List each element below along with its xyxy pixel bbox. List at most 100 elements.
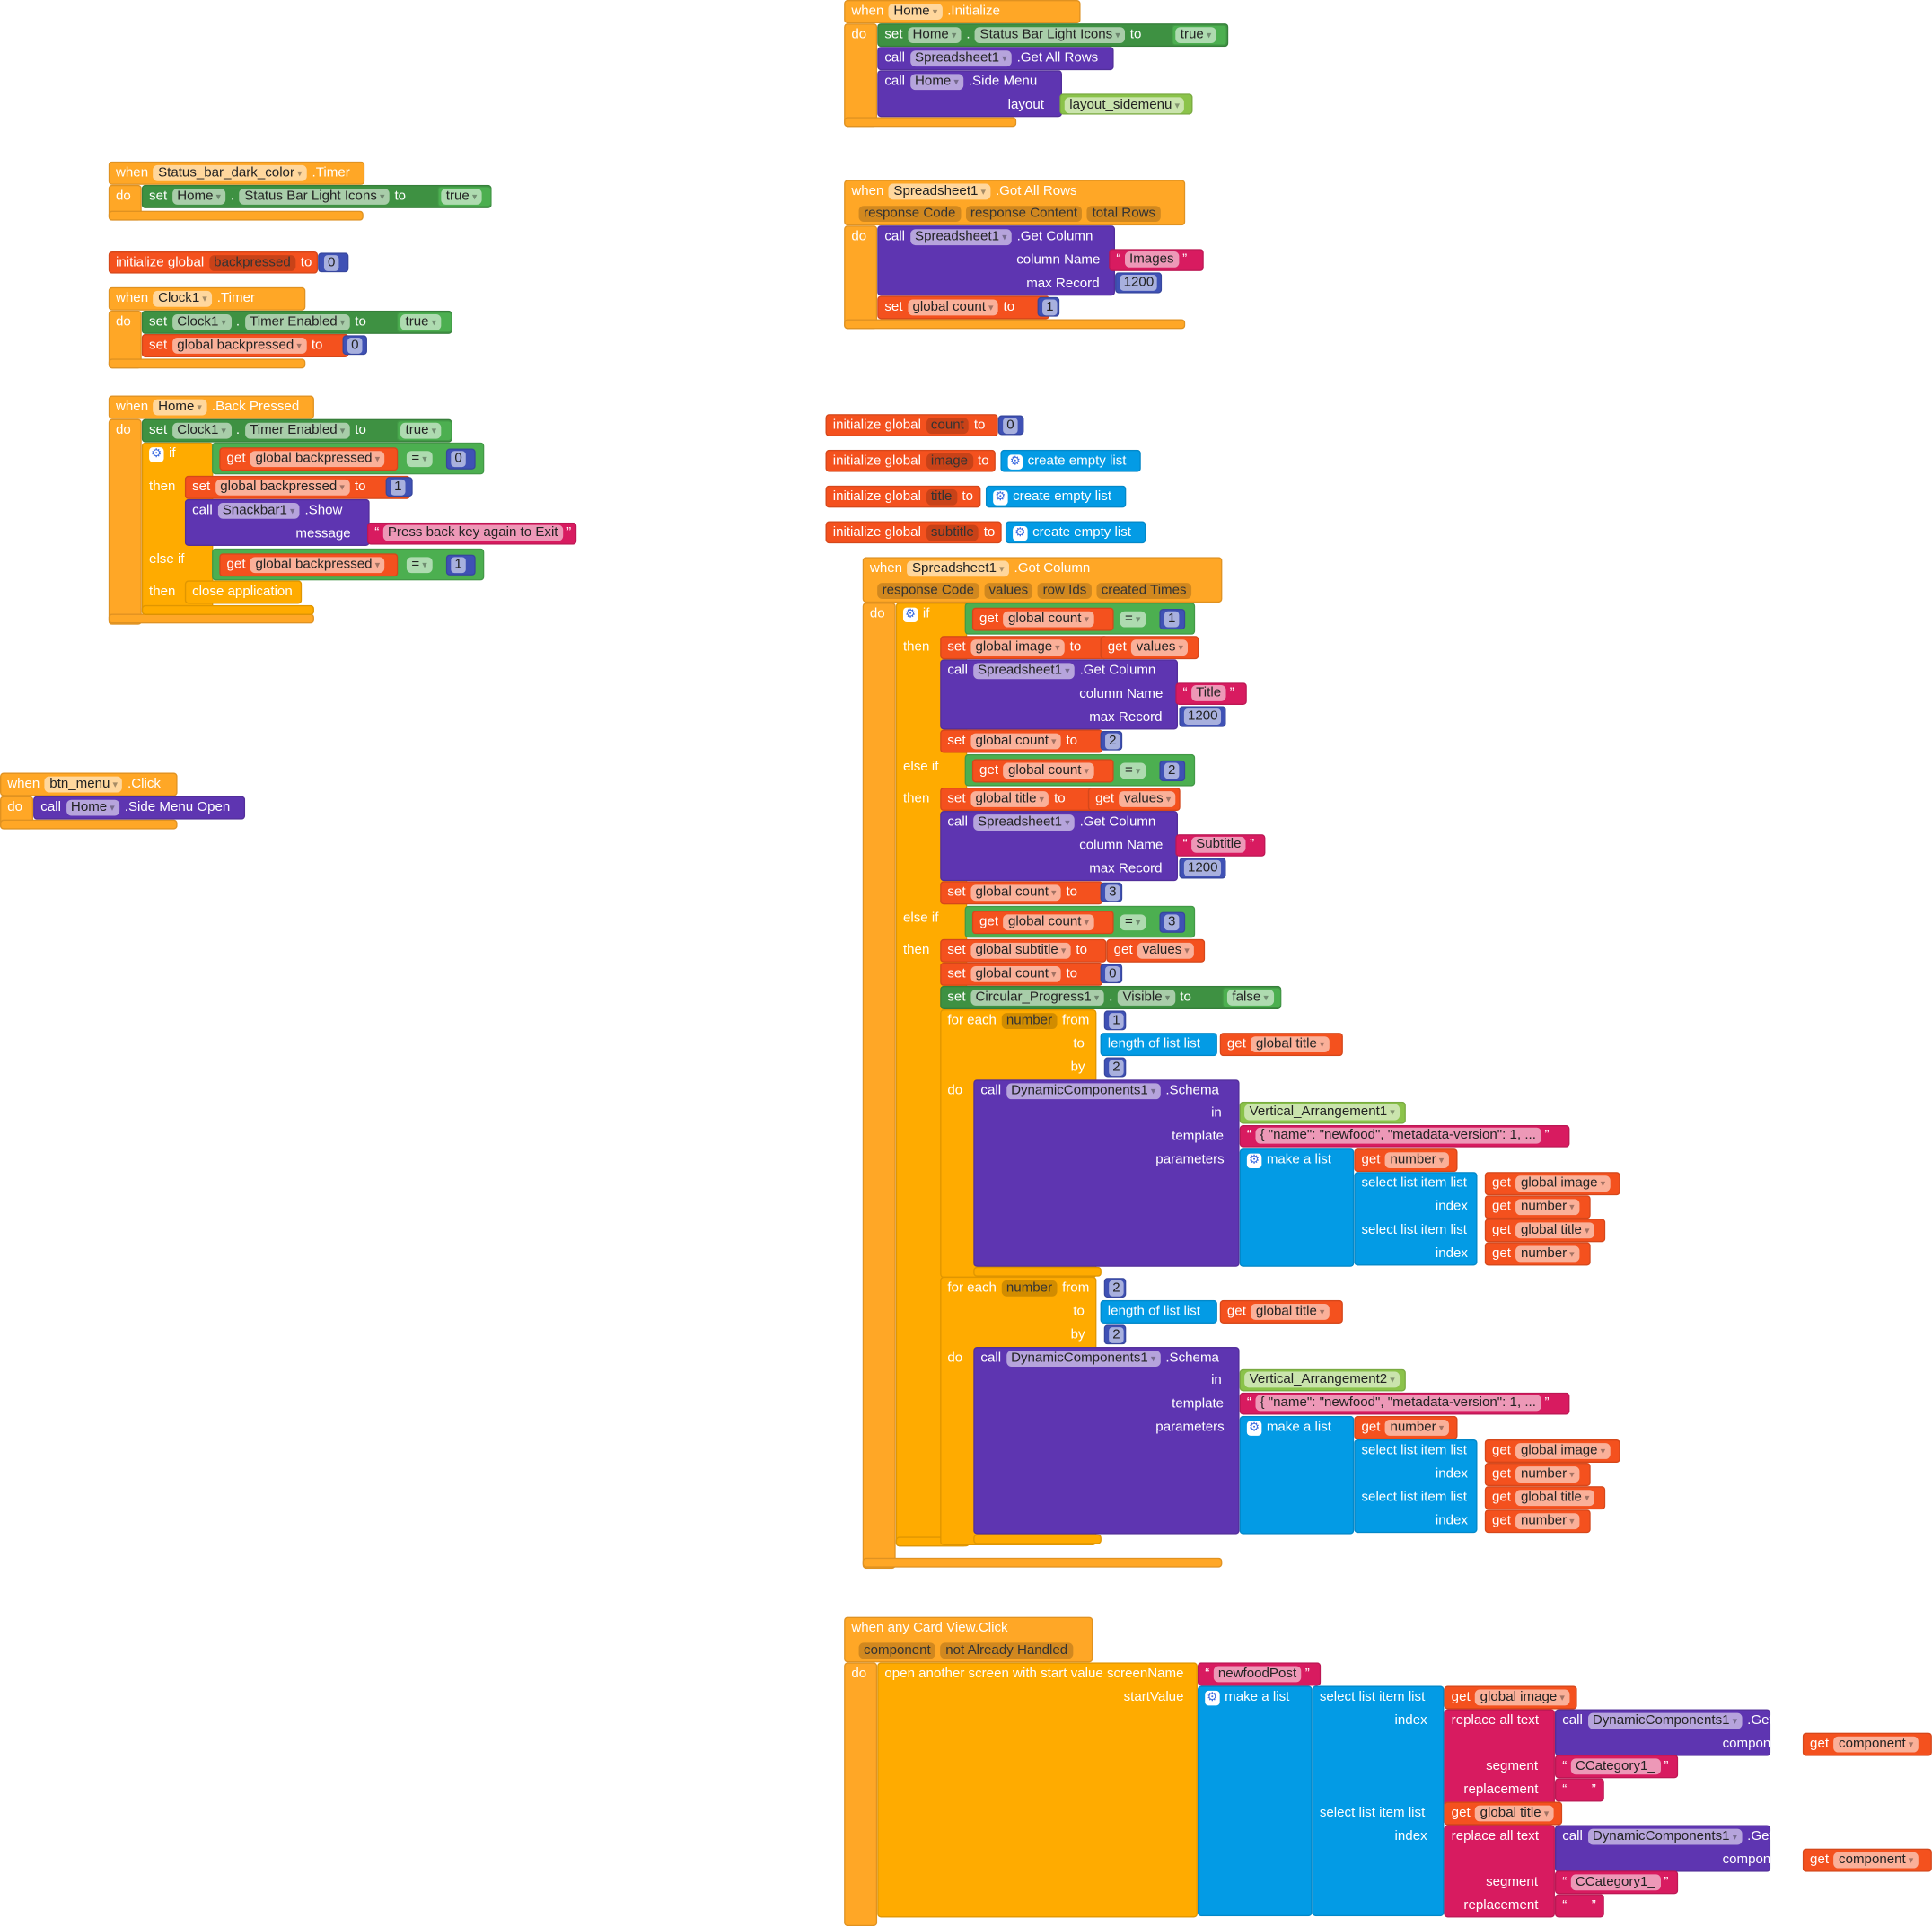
number-field[interactable]: 1200 — [1120, 275, 1158, 291]
list-block[interactable] — [1312, 1685, 1445, 1917]
dropdown-field[interactable]: number — [1515, 1466, 1580, 1483]
parameter-field[interactable]: row Ids — [1038, 583, 1092, 599]
dropdown-field[interactable]: DynamicComponents1 — [1006, 1083, 1161, 1100]
number-field[interactable]: 1200 — [1183, 859, 1222, 876]
number-field[interactable]: 0 — [323, 255, 339, 271]
number-field[interactable]: 2 — [1105, 733, 1120, 750]
text-value[interactable]: CCategory1_ — [1570, 1758, 1661, 1775]
parameter-field[interactable]: component — [858, 1642, 936, 1659]
mutator-gear-icon[interactable]: ⚙ — [1013, 525, 1028, 541]
dropdown-field[interactable]: number — [1515, 1245, 1580, 1263]
var-block[interactable] — [825, 414, 998, 436]
list-block[interactable] — [985, 485, 1127, 508]
dropdown-field[interactable]: true — [400, 313, 442, 330]
dropdown-field[interactable]: btn_menu — [44, 776, 123, 793]
dropdown-field[interactable]: Home — [171, 188, 226, 205]
text-string-field[interactable]: CCategory1_ — [1562, 1874, 1668, 1891]
dropdown-field[interactable]: global image — [1515, 1175, 1611, 1192]
dropdown-field[interactable]: Home — [153, 399, 207, 416]
text-value[interactable]: { "name": "newfood", "metadata-version":… — [1255, 1127, 1541, 1144]
dropdown-field[interactable]: DynamicComponents1 — [1006, 1351, 1161, 1367]
parameter-field[interactable]: count — [926, 418, 970, 435]
mutator-gear-icon[interactable]: ⚙ — [1246, 1152, 1262, 1168]
text-string-field[interactable]: Title — [1183, 685, 1234, 701]
list-block[interactable] — [1100, 1299, 1217, 1324]
dropdown-field[interactable]: = — [406, 451, 433, 468]
parameter-field[interactable]: number — [1001, 1280, 1058, 1297]
dropdown-field[interactable]: global title — [1515, 1222, 1595, 1239]
text-value[interactable]: Press back key again to Exit — [382, 524, 563, 541]
number-field[interactable]: 0 — [1003, 418, 1018, 435]
dropdown-field[interactable]: component — [1833, 1852, 1919, 1869]
dropdown-field[interactable]: number — [1515, 1199, 1580, 1216]
list-block[interactable] — [1354, 1172, 1478, 1266]
number-field[interactable]: 1 — [1164, 611, 1180, 628]
dropdown-field[interactable]: number — [1384, 1420, 1449, 1436]
dropdown-field[interactable]: global count — [970, 965, 1062, 982]
mutator-gear-icon[interactable]: ⚙ — [149, 446, 164, 462]
dropdown-field[interactable]: global subtitle — [970, 942, 1071, 959]
text-string-field[interactable]: { "name": "newfood", "metadata-version":… — [1247, 1395, 1550, 1412]
number-field[interactable]: 3 — [1105, 884, 1120, 902]
var-block[interactable] — [825, 521, 1002, 544]
dropdown-field[interactable]: global title — [1251, 1303, 1330, 1320]
dropdown-field[interactable]: global count — [970, 733, 1062, 750]
call-block[interactable] — [973, 1347, 1240, 1535]
number-field[interactable]: 1 — [1042, 299, 1058, 316]
dropdown-field[interactable]: Spreadsheet1 — [888, 183, 991, 200]
dropdown-field[interactable]: true — [441, 188, 482, 205]
parameter-field[interactable]: image — [926, 453, 973, 470]
list-block[interactable] — [1239, 1415, 1355, 1535]
parameter-field[interactable]: title — [926, 488, 957, 506]
dropdown-field[interactable]: Timer Enabled — [244, 422, 350, 439]
text-value[interactable]: CCategory1_ — [1570, 1874, 1661, 1891]
dropdown-field[interactable]: = — [1120, 914, 1146, 931]
dropdown-field[interactable]: global backpressed — [250, 557, 385, 574]
dropdown-field[interactable]: Status Bar Light Icons — [975, 27, 1126, 44]
ev-block[interactable] — [844, 1662, 878, 1927]
dropdown-field[interactable]: Spreadsheet1 — [909, 50, 1013, 67]
text-value[interactable]: Subtitle — [1190, 836, 1247, 853]
dropdown-field[interactable]: Spreadsheet1 — [909, 229, 1013, 246]
text-string-field[interactable] — [1562, 1897, 1596, 1914]
ctl-block[interactable] — [877, 1662, 1198, 1918]
dropdown-field[interactable]: global title — [970, 791, 1049, 807]
ev-block[interactable] — [108, 358, 306, 369]
list-block[interactable] — [1000, 449, 1141, 472]
mutator-gear-icon[interactable]: ⚙ — [1205, 1690, 1220, 1705]
ev-block[interactable] — [108, 418, 142, 625]
dropdown-field[interactable]: DynamicComponents1 — [1587, 1828, 1743, 1845]
dropdown-field[interactable]: true — [1175, 27, 1216, 44]
parameter-field[interactable]: number — [1001, 1013, 1058, 1029]
dropdown-field[interactable]: false — [1226, 990, 1274, 1006]
dropdown-field[interactable]: = — [1120, 762, 1146, 779]
dropdown-field[interactable]: global count — [908, 299, 999, 316]
dropdown-field[interactable]: global image — [1515, 1443, 1611, 1459]
text-string-field[interactable]: { "name": "newfood", "metadata-version":… — [1247, 1127, 1550, 1144]
parameter-field[interactable]: response Code — [877, 583, 979, 599]
mutator-gear-icon[interactable]: ⚙ — [902, 606, 918, 622]
dropdown-field[interactable]: values — [1131, 639, 1189, 656]
dropdown-field[interactable]: Clock1 — [171, 422, 232, 439]
dropdown-field[interactable]: Vertical_Arrangement1 — [1244, 1104, 1401, 1121]
number-field[interactable]: 0 — [1105, 965, 1120, 982]
dropdown-field[interactable]: global count — [1003, 762, 1094, 779]
dropdown-field[interactable]: global image — [970, 639, 1066, 656]
dropdown-field[interactable]: Home — [909, 74, 964, 91]
list-block[interactable] — [1354, 1439, 1478, 1534]
dropdown-field[interactable]: = — [1120, 611, 1146, 628]
dropdown-field[interactable]: global backpressed — [215, 479, 350, 496]
ev-block[interactable] — [844, 225, 878, 330]
parameter-field[interactable]: backpressed — [208, 255, 296, 271]
dropdown-field[interactable]: values — [1119, 791, 1176, 807]
mutator-gear-icon[interactable]: ⚙ — [1007, 453, 1023, 470]
text-value[interactable]: { "name": "newfood", "metadata-version":… — [1255, 1395, 1541, 1412]
ev-block[interactable] — [844, 23, 878, 128]
parameter-field[interactable]: not Already Handled — [940, 1642, 1073, 1659]
ev-block[interactable] — [108, 613, 314, 624]
dropdown-field[interactable]: global count — [1003, 914, 1094, 931]
number-field[interactable]: 1200 — [1183, 708, 1222, 725]
dropdown-field[interactable]: Circular_Progress1 — [970, 990, 1104, 1006]
ev-block[interactable] — [844, 117, 1017, 128]
dropdown-field[interactable]: Timer Enabled — [244, 313, 350, 330]
